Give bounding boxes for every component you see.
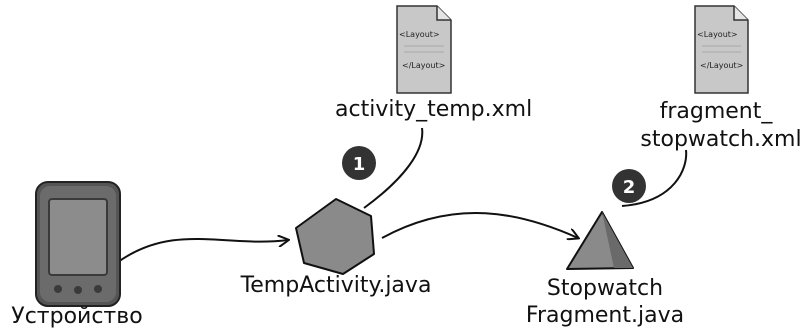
device-label: Устройство <box>11 304 143 329</box>
fragment-layout-connector <box>621 149 688 207</box>
fragment-layout-tag-close: </Layout> <box>700 61 743 70</box>
activity-to-fragment-arrow <box>381 212 578 238</box>
fragment-layout-label-line2: stopwatch.xml <box>640 127 802 152</box>
activity-layout-doc-icon: <Layout> </Layout> <box>396 5 452 94</box>
fragment-layout-tag-open: <Layout> <box>697 30 738 39</box>
step-1-number: 1 <box>353 154 366 175</box>
device-to-activity-arrow <box>117 239 288 263</box>
fragment-layout-doc-icon: <Layout> </Layout> <box>694 5 749 94</box>
step-2-number: 2 <box>623 177 636 198</box>
step-1-badge: 1 <box>342 146 376 180</box>
activity-layout-tag-close: </Layout> <box>402 61 445 70</box>
device-icon <box>35 181 121 307</box>
activity-label: TempActivity.java <box>240 273 432 298</box>
fragment-label-line1: Stopwatch <box>546 276 664 301</box>
activity-layout-label: activity_temp.xml <box>335 97 533 122</box>
activity-hexagon-icon <box>295 198 375 275</box>
fragment-triangle-icon <box>566 211 634 270</box>
fragment-label-line2: Fragment.java <box>525 303 685 328</box>
activity-layout-connector <box>363 127 424 209</box>
fragment-layout-label-line1: fragment_ <box>659 99 773 124</box>
activity-layout-tag-open: <Layout> <box>399 30 440 39</box>
step-2-badge: 2 <box>612 169 646 203</box>
